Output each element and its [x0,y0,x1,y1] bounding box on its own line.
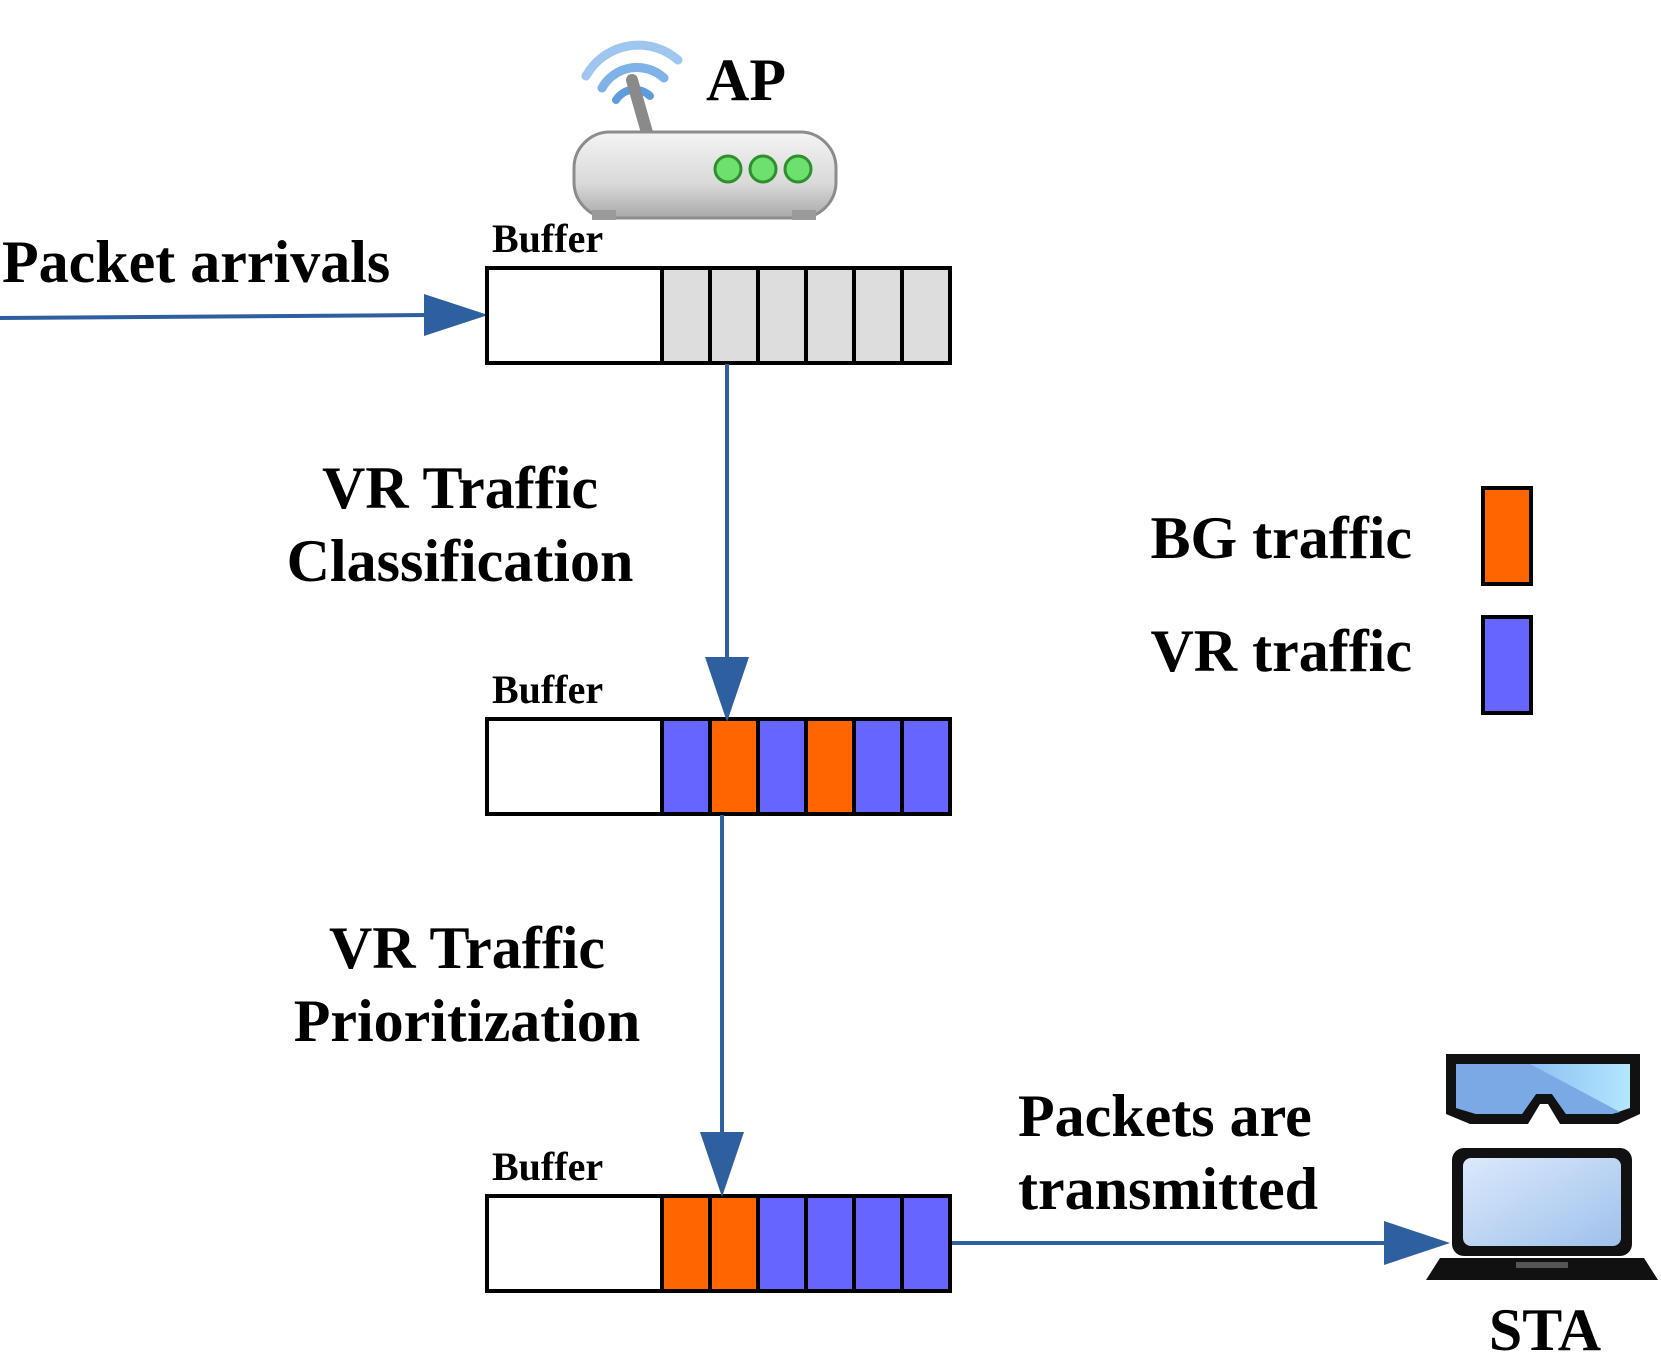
buffer-label: Buffer [492,667,603,712]
buffer-slot-vr [756,1194,808,1293]
buffer-free-space [485,717,664,816]
legend-vr-label: VR traffic [1150,618,1412,684]
prioritization-label-line1: VR Traffic [329,915,605,981]
buffer-label: Buffer [492,216,603,261]
transmitted-label-line2: transmitted [1018,1156,1318,1222]
buffer-slot-empty [804,266,856,365]
buffer-free-space [485,266,664,365]
legend-bg-swatch [1481,486,1533,586]
buffer-slot-empty [756,266,808,365]
prioritization-arrowhead [700,1132,744,1197]
buffer-prioritized [485,1194,952,1293]
arrival-arrow-line [0,313,429,320]
prioritization-label-line2: Prioritization [294,988,641,1054]
classification-arrowhead [705,657,749,722]
transmit-arrowhead [1384,1221,1450,1265]
buffer-slot-bg [660,1194,712,1293]
buffer-free-space [485,1194,664,1293]
buffer-ap-input [485,266,952,365]
laptop-icon [1426,1148,1658,1280]
packet-arrivals-label: Packet arrivals [2,229,390,295]
legend-bg-label: BG traffic [1150,505,1412,571]
buffer-slot-bg [804,717,856,816]
buffer-slot-empty [708,266,760,365]
buffer-slot-empty [852,266,904,365]
buffer-slot-bg [708,1194,760,1293]
arrival-arrowhead [424,294,488,336]
buffer-slot-bg [708,717,760,816]
classification-label-line2: Classification [287,528,634,594]
buffer-slot-vr [756,717,808,816]
classification-label-line1: VR Traffic [322,455,598,521]
buffer-slot-vr [852,717,904,816]
buffer-slot-vr [660,717,712,816]
sta-label: STA [1489,1297,1601,1357]
buffer-classified [485,717,952,816]
transmitted-label-line1: Packets are [1018,1083,1312,1149]
wifi-router-icon [572,40,838,220]
vr-headset-icon [1446,1054,1640,1124]
buffer-slot-vr [852,1194,904,1293]
legend-vr-swatch [1481,615,1533,715]
buffer-slot-empty [900,266,952,365]
buffer-slot-vr [900,1194,952,1293]
buffer-label: Buffer [492,1144,603,1189]
buffer-slot-vr [900,717,952,816]
buffer-slot-empty [660,266,712,365]
buffer-slot-vr [804,1194,856,1293]
ap-label: AP [706,47,786,113]
